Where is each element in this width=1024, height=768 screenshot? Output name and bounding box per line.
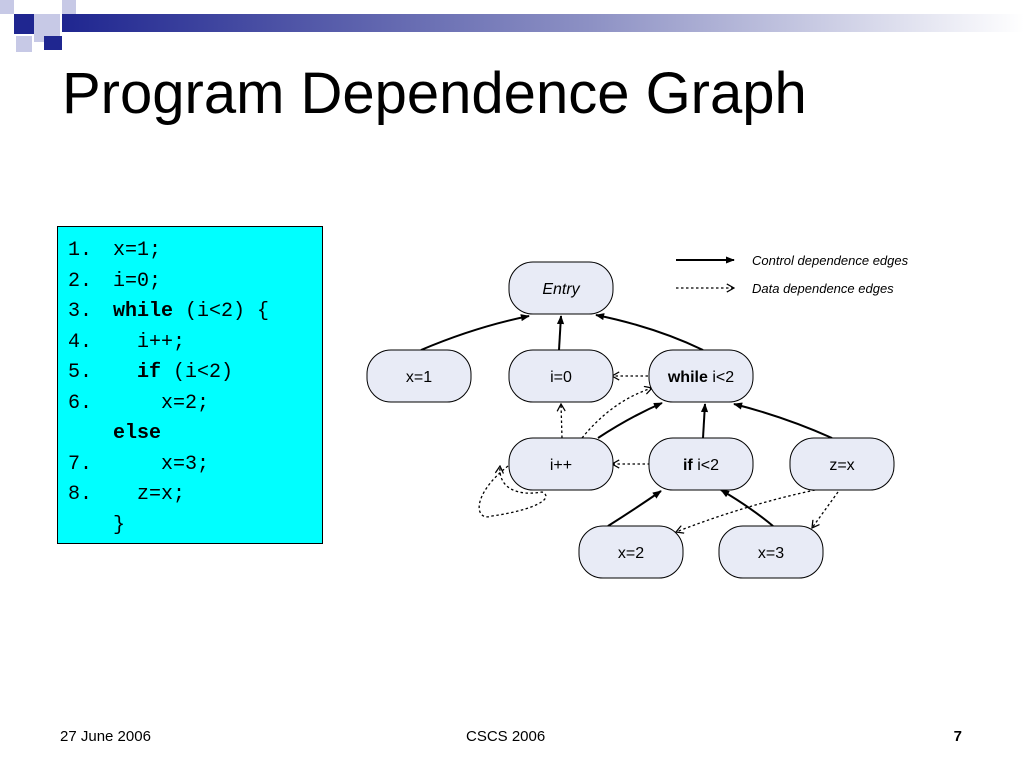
code-text: i=0; xyxy=(113,269,162,293)
control-edge-zx-to-while xyxy=(733,402,833,439)
control-edge-ipp-to-while xyxy=(597,402,663,439)
line-number: 2. xyxy=(68,269,93,293)
node-text: x=3 xyxy=(758,545,784,562)
node-label: Entry xyxy=(542,281,580,298)
line-number: 4. xyxy=(68,330,93,354)
code-line: 3. while (i<2) { xyxy=(68,297,322,328)
data-edge-ipp-to-i0 xyxy=(561,404,562,439)
node-label: if i<2 xyxy=(683,457,719,474)
node-text: Entry xyxy=(542,281,580,298)
code-text: (i<2) xyxy=(161,361,234,384)
code-line: 5. if (i<2) xyxy=(68,358,322,389)
deco-square-navy xyxy=(14,14,34,34)
footer-date: 27 June 2006 xyxy=(60,728,151,745)
code-text: (i<2) { xyxy=(173,300,270,323)
deco-square-light xyxy=(0,0,14,14)
node-if: if i<2 xyxy=(648,437,754,491)
control-edge-x3-to-if xyxy=(720,489,774,527)
deco-square-light xyxy=(62,0,76,14)
deco-square-navy xyxy=(44,36,62,50)
code-text: i++; xyxy=(113,330,186,354)
line-number: 5. xyxy=(68,361,93,384)
data-edge-zx-to-x2 xyxy=(676,489,816,532)
control-edge-if-to-while xyxy=(700,403,709,439)
node-label: z=x xyxy=(829,457,854,474)
control-edge-i0-to-entry xyxy=(556,315,565,351)
node-x2: x=2 xyxy=(578,525,684,579)
line-number: 1. xyxy=(68,239,93,262)
code-keyword: else xyxy=(113,422,162,445)
code-text: x=3; xyxy=(113,452,210,476)
node-i0: i=0 xyxy=(508,349,614,403)
node-text: i<2 xyxy=(693,457,719,474)
node-zx: z=x xyxy=(789,437,895,491)
node-text: i=0 xyxy=(550,369,572,386)
node-keyword: if xyxy=(683,457,693,474)
node-label: i++ xyxy=(550,457,572,474)
code-line: else xyxy=(68,419,322,450)
line-number: 7. xyxy=(68,452,93,476)
legend-data-label: Data dependence edges xyxy=(752,281,894,296)
line-number: 3. xyxy=(68,300,93,323)
node-label: x=2 xyxy=(618,545,644,562)
code-listing: 1.x=1;2.i=0;3.while (i<2) {4. i++;5. if … xyxy=(57,226,323,544)
code-line: 2. i=0; xyxy=(68,267,322,298)
code-text: x=1; xyxy=(113,239,162,262)
node-keyword: while xyxy=(667,369,708,386)
node-label: i=0 xyxy=(550,369,572,386)
node-shape xyxy=(508,261,614,315)
code-line: 4. i++; xyxy=(68,328,322,359)
code-line: 1. x=1; xyxy=(68,236,322,267)
code-line: 6. x=2; xyxy=(68,389,322,420)
header-gradient-bar xyxy=(62,14,1024,32)
data-edge-x3-to-zx xyxy=(812,491,839,528)
line-number: 8. xyxy=(68,483,93,506)
control-edge-x1-to-entry xyxy=(420,314,530,351)
node-shape xyxy=(718,525,824,579)
code-keyword: while xyxy=(113,300,174,323)
code-line: 7. x=3; xyxy=(68,450,322,481)
code-keyword: if xyxy=(137,361,162,384)
node-text: x=2 xyxy=(618,545,644,562)
node-shape xyxy=(648,437,754,491)
node-x1: x=1 xyxy=(366,349,472,403)
slide-title: Program Dependence Graph xyxy=(62,61,807,126)
node-text: i<2 xyxy=(708,369,734,386)
code-text: } xyxy=(113,513,126,537)
node-shape xyxy=(578,525,684,579)
node-ipp: i++ xyxy=(508,437,614,491)
node-shape xyxy=(648,349,754,403)
code-text: z=x; xyxy=(113,483,186,506)
node-shape xyxy=(366,349,472,403)
control-edge-while-to-entry xyxy=(595,313,704,351)
node-label: x=1 xyxy=(406,369,432,386)
node-label: x=3 xyxy=(758,545,784,562)
node-shape xyxy=(508,437,614,491)
legend-control-label: Control dependence edges xyxy=(752,253,909,268)
footer-conference: CSCS 2006 xyxy=(466,728,546,745)
control-edge-x2-to-if xyxy=(607,490,662,527)
code-line: } xyxy=(68,511,322,542)
node-text: i++ xyxy=(550,457,572,474)
code-text: x=2; xyxy=(113,391,210,415)
node-while: while i<2 xyxy=(648,349,754,403)
code-line: 8. z=x; xyxy=(68,480,322,511)
node-entry: Entry xyxy=(508,261,614,315)
line-number: 6. xyxy=(68,391,93,415)
deco-square-light xyxy=(16,36,32,52)
data-edge-ipp-to-while xyxy=(581,388,652,439)
node-text: z=x xyxy=(829,457,854,474)
node-shape xyxy=(789,437,895,491)
node-label: while i<2 xyxy=(667,369,734,386)
footer-page-number: 7 xyxy=(953,728,962,745)
header-decoration xyxy=(0,0,1024,52)
node-x3: x=3 xyxy=(718,525,824,579)
graph-legend: Control dependence edges Data dependence… xyxy=(676,253,909,296)
node-text: x=1 xyxy=(406,369,432,386)
node-shape xyxy=(508,349,614,403)
